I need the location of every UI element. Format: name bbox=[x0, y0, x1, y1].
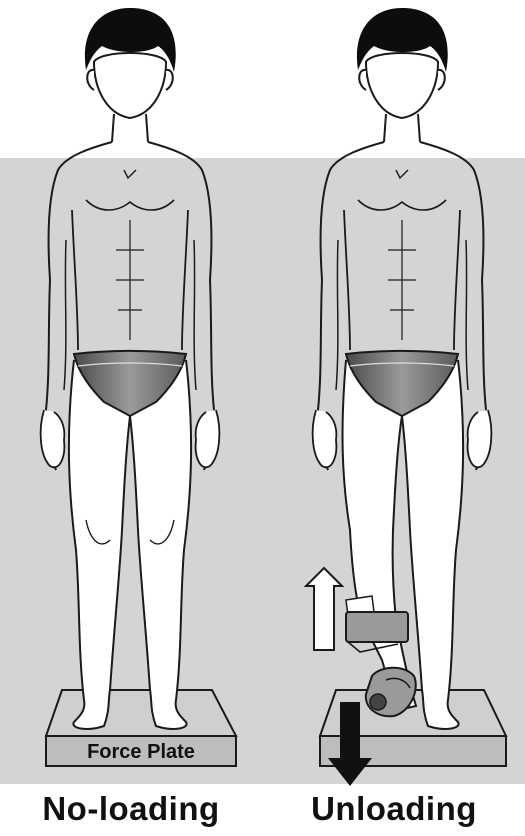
force-plate-label: Force Plate bbox=[87, 741, 195, 763]
caption-no-loading: No-loading bbox=[0, 790, 262, 828]
caption-unloading: Unloading bbox=[263, 790, 525, 828]
